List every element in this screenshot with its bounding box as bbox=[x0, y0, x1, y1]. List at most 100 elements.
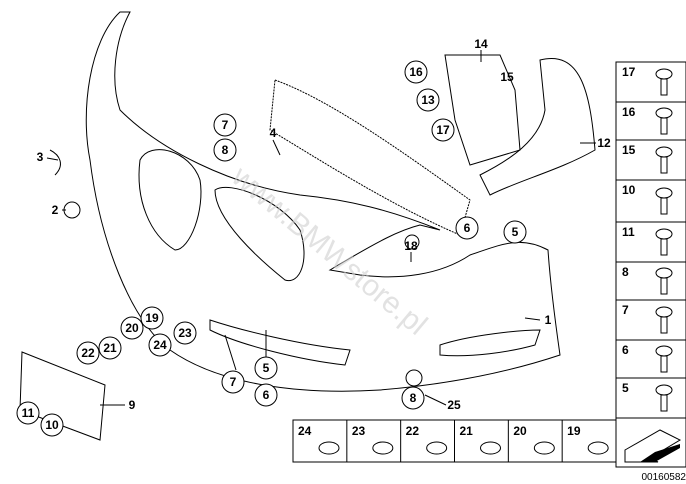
callout-7: 7 bbox=[213, 113, 237, 137]
sensor-holder bbox=[405, 369, 423, 387]
callout-label: 8 bbox=[222, 143, 229, 157]
fastener-shank-icon bbox=[660, 316, 668, 334]
callout-label: 14 bbox=[474, 37, 488, 51]
callout-label: 6 bbox=[263, 388, 270, 402]
callout-label: 19 bbox=[145, 311, 159, 325]
callout-3: 3 bbox=[37, 150, 44, 164]
callout-label: 1 bbox=[545, 313, 552, 327]
callout-label: 4 bbox=[270, 126, 277, 140]
callout-8: 8 bbox=[213, 138, 237, 162]
callout-11: 11 bbox=[16, 401, 40, 425]
part-number: 19 bbox=[567, 424, 581, 438]
callout-circle bbox=[40, 413, 64, 437]
callout-label: 6 bbox=[464, 221, 471, 235]
callout-19: 19 bbox=[140, 306, 164, 330]
part-number: 10 bbox=[622, 183, 636, 197]
fastener-shank-icon bbox=[660, 117, 668, 135]
callout-label: 16 bbox=[409, 65, 423, 79]
part-number: 21 bbox=[460, 424, 474, 438]
lower-intake bbox=[209, 319, 351, 366]
fastener-icon bbox=[480, 441, 501, 455]
callout-label: 13 bbox=[421, 93, 435, 107]
fastener-icon bbox=[533, 441, 555, 455]
callout-10: 10 bbox=[40, 413, 64, 437]
callout-circle bbox=[76, 341, 100, 365]
callout-2: 2 bbox=[52, 203, 59, 217]
fastener-icon bbox=[426, 441, 448, 455]
callout-circle bbox=[503, 220, 527, 244]
callout-21: 21 bbox=[98, 336, 122, 360]
fastener-icon bbox=[372, 441, 394, 455]
part-number: 22 bbox=[406, 424, 420, 438]
fastener-shank-icon bbox=[660, 277, 668, 295]
callout-label: 15 bbox=[500, 70, 514, 84]
callout-13: 13 bbox=[416, 88, 440, 112]
fastener-head-icon bbox=[655, 345, 673, 357]
callout-circle bbox=[213, 113, 237, 137]
lower-intake-right bbox=[439, 329, 541, 357]
fastener-shank-icon bbox=[660, 238, 668, 256]
callout-8: 8 bbox=[401, 386, 425, 410]
part-number: 15 bbox=[622, 143, 636, 157]
callout-label: 22 bbox=[81, 346, 95, 360]
callout-label: 2 bbox=[52, 203, 59, 217]
callout-circle bbox=[254, 356, 278, 380]
callout-6: 6 bbox=[254, 383, 278, 407]
watermark: www.BMWstore.pl bbox=[225, 159, 433, 341]
callout-label: 9 bbox=[129, 398, 136, 412]
part-number: 23 bbox=[352, 424, 366, 438]
fastener-head-icon bbox=[655, 187, 673, 199]
callout-label: 8 bbox=[410, 391, 417, 405]
callout-1: 1 bbox=[545, 313, 552, 327]
callout-circle bbox=[213, 138, 237, 162]
callout-circle bbox=[120, 316, 144, 340]
callout-circle bbox=[401, 386, 425, 410]
callout-15: 15 bbox=[500, 70, 514, 84]
callout-circle bbox=[431, 118, 455, 142]
clip-part-3 bbox=[49, 149, 61, 176]
part-number: 7 bbox=[622, 303, 629, 317]
callout-circle bbox=[148, 333, 172, 357]
fastener-head-icon bbox=[655, 68, 673, 80]
part-number: 16 bbox=[622, 105, 636, 119]
fastener-shank-icon bbox=[660, 197, 668, 215]
fastener-head-icon bbox=[655, 306, 673, 318]
callout-23: 23 bbox=[173, 321, 197, 345]
callout-25: 25 bbox=[447, 398, 461, 412]
callout-label: 20 bbox=[125, 321, 139, 335]
fastener-head-icon bbox=[655, 267, 673, 279]
callout-label: 5 bbox=[512, 225, 519, 239]
callout-circle bbox=[221, 370, 245, 394]
callout-22: 22 bbox=[76, 341, 100, 365]
callout-circle bbox=[98, 336, 122, 360]
grille-right bbox=[214, 186, 305, 282]
callout-circle bbox=[16, 401, 40, 425]
callout-24: 24 bbox=[148, 333, 172, 357]
callout-7: 7 bbox=[221, 370, 245, 394]
callout-circle bbox=[416, 88, 440, 112]
callout-label: 25 bbox=[447, 398, 461, 412]
callout-circle bbox=[455, 216, 479, 240]
callout-6: 6 bbox=[455, 216, 479, 240]
part-number: 5 bbox=[622, 381, 629, 395]
callout-label: 7 bbox=[222, 118, 229, 132]
part-number: 6 bbox=[622, 343, 629, 357]
part-number: 17 bbox=[622, 65, 636, 79]
callout-label: 10 bbox=[45, 418, 59, 432]
callout-label: 5 bbox=[263, 361, 270, 375]
callout-14: 14 bbox=[474, 37, 488, 51]
callout-label: 17 bbox=[436, 123, 450, 137]
part-number: 20 bbox=[513, 424, 527, 438]
callout-circle bbox=[404, 60, 428, 84]
drawing-code: 00160582 bbox=[642, 472, 686, 483]
callout-17: 17 bbox=[431, 118, 455, 142]
callout-circle bbox=[140, 306, 164, 330]
callout-label: 3 bbox=[37, 150, 44, 164]
fastener-icon bbox=[587, 441, 609, 455]
fastener-head-icon bbox=[655, 107, 673, 119]
